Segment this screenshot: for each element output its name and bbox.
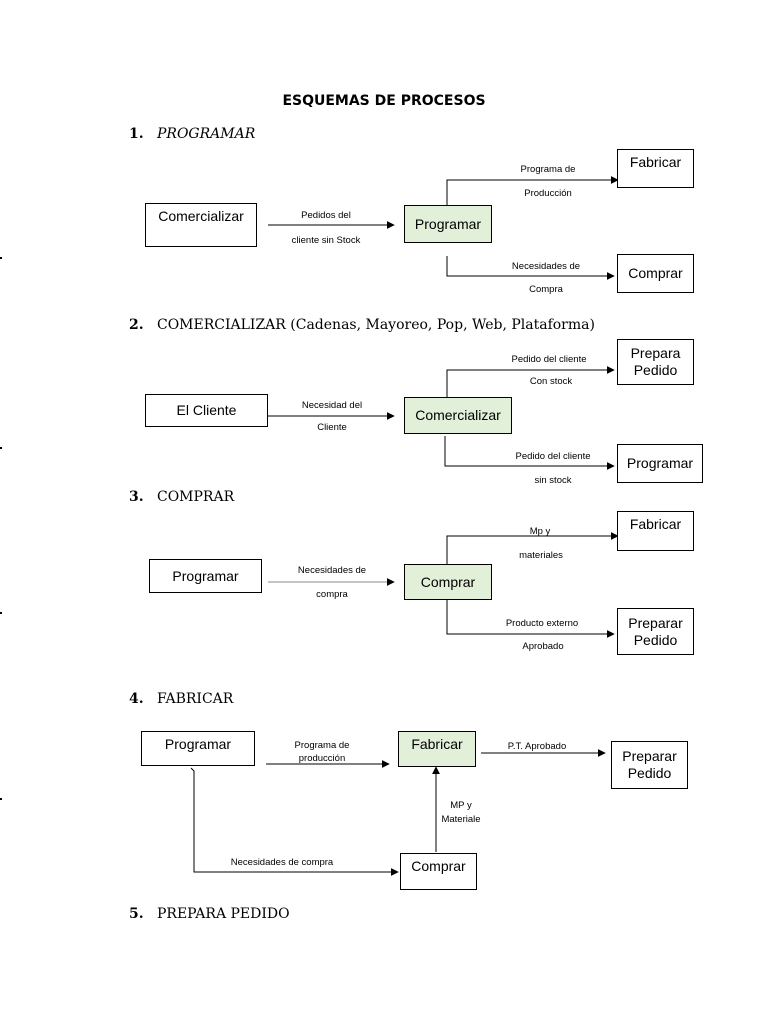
d1-programar-box: Programar xyxy=(404,205,492,243)
d1-edge-in-label: cliente sin Stock xyxy=(291,235,361,246)
d2-edge-top-label: Pedido del cliente xyxy=(511,354,587,365)
d3-edge-top-label: Mp y xyxy=(529,526,551,537)
d3-edge-in-label: Necesidades de xyxy=(297,565,367,576)
d1-comercializar-box: Comercializar xyxy=(145,203,257,247)
d4-arrow-bottom xyxy=(190,767,399,876)
d2-programar-box: Programar xyxy=(617,444,703,483)
d4-edge-out-label: P.T. Aprobado xyxy=(507,741,567,752)
d2-el-cliente-label: El Cliente xyxy=(176,402,237,418)
d4-fabricar-box: Fabricar xyxy=(398,731,476,767)
d3-edge-bottom-label: Producto externo xyxy=(505,618,579,629)
d3-arrow-bottom xyxy=(446,600,615,638)
section-1-heading: 1. PROGRAMAR xyxy=(129,126,256,142)
d3-comprar-box: Comprar xyxy=(404,564,492,600)
d2-el-cliente-box: El Cliente xyxy=(145,394,268,427)
d2-edge-in-label: Necesidad del xyxy=(301,400,363,411)
d2-edge-bottom-label: Pedido del cliente xyxy=(515,451,591,462)
d1-edge-in-label: Pedidos del xyxy=(301,210,351,221)
d2-comercializar-box: Comercializar xyxy=(404,397,512,434)
section-2-heading: 2. COMERCIALIZAR (Cadenas, Mayoreo, Pop,… xyxy=(129,317,595,333)
d4-programar-box: Programar xyxy=(141,731,255,766)
d1-edge-bottom-label: Compra xyxy=(529,284,563,295)
d3-preparar-pedido-label: Preparar Pedido xyxy=(628,614,683,648)
d3-programar-box: Programar xyxy=(149,559,262,593)
d1-arrow-bottom xyxy=(446,256,615,280)
d1-edge-bottom-label: Necesidades de xyxy=(511,261,581,272)
d1-arrow-top xyxy=(446,176,619,205)
d1-fabricar-box: Fabricar xyxy=(617,149,694,188)
d4-edge-supply-label: Materiale xyxy=(441,814,481,825)
d3-edge-top-label: materiales xyxy=(519,550,563,561)
d4-comprar-box: Comprar xyxy=(400,853,477,890)
d1-comprar-box: Comprar xyxy=(617,254,694,293)
margin-mark xyxy=(0,257,2,259)
d3-edge-in-label: compra xyxy=(316,589,348,600)
margin-mark xyxy=(0,447,2,449)
d4-edge-supply-label: MP y xyxy=(450,800,472,811)
d2-prepara-pedido-box: Prepara Pedido xyxy=(617,339,694,385)
d4-preparar-pedido-label: Preparar Pedido xyxy=(622,748,677,781)
d3-preparar-pedido-box: Preparar Pedido xyxy=(617,608,694,655)
document-title: ESQUEMAS DE PROCESOS xyxy=(282,93,486,109)
d4-edge-in-label: producción xyxy=(298,753,346,764)
d2-arrow-top xyxy=(446,366,615,397)
section-5-heading: 5. PREPARA PEDIDO xyxy=(129,906,290,922)
d2-edge-in-label: Cliente xyxy=(317,422,347,433)
margin-mark xyxy=(0,612,2,614)
margin-mark xyxy=(0,798,2,800)
d2-edge-bottom-label: sin stock xyxy=(534,475,572,486)
d4-edge-in-label: Programa de xyxy=(294,740,350,751)
d4-preparar-pedido-box: Preparar Pedido xyxy=(611,741,688,789)
section-3-heading: 3. COMPRAR xyxy=(129,489,235,505)
d2-prepara-pedido-label: Prepara Pedido xyxy=(630,345,681,378)
d3-fabricar-box: Fabricar xyxy=(617,511,694,551)
d2-edge-top-label: Con stock xyxy=(529,376,573,387)
d2-arrow-bottom xyxy=(444,436,615,470)
d1-edge-top-label: Producción xyxy=(524,188,572,199)
d4-edge-bottom-label: Necesidades de compra xyxy=(230,857,334,868)
d3-arrow-top xyxy=(446,532,619,564)
d3-edge-bottom-label: Aprobado xyxy=(522,641,564,652)
d1-edge-top-label: Programa de xyxy=(520,164,576,175)
section-4-heading: 4. FABRICAR xyxy=(129,691,234,707)
